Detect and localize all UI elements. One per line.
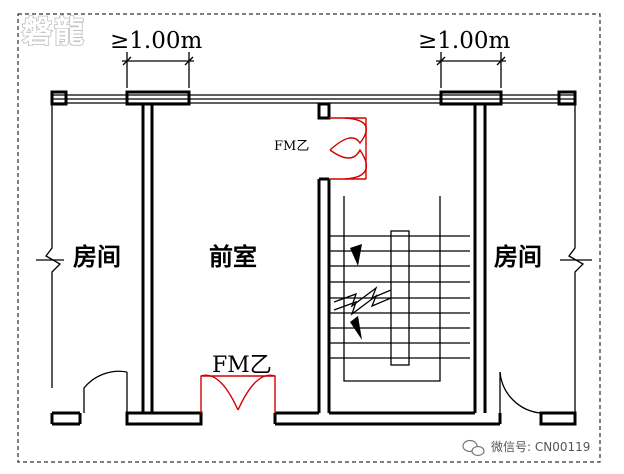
top-wall — [50, 90, 577, 106]
wechat-watermark: 微信号: CN00119 — [462, 439, 590, 457]
dimension-label-left: ≥1.00m — [110, 28, 202, 54]
room-label-anteroom: 前室 — [209, 243, 257, 271]
dashed-border — [17, 13, 601, 463]
stair-arrow-down-icon — [350, 316, 362, 340]
bottom-wall — [50, 411, 577, 426]
watermark-logo: 磐龍 — [22, 15, 86, 50]
room-label-left: 房间 — [73, 243, 121, 271]
staircase — [329, 196, 470, 382]
stair-arrow-up-icon — [350, 244, 362, 266]
wechat-id-text: 微信号: CN00119 — [491, 440, 590, 454]
upper-door-label: FM乙 — [274, 139, 309, 154]
lower-fire-door — [200, 374, 276, 413]
dimension-left — [122, 52, 194, 88]
interior-walls — [141, 102, 487, 413]
left-exterior-line — [36, 104, 128, 413]
dimension-right — [436, 52, 506, 88]
right-exterior-line — [499, 104, 592, 414]
room-label-right: 房间 — [494, 243, 542, 271]
dimension-label-right: ≥1.00m — [418, 28, 510, 54]
wechat-icon — [462, 439, 485, 457]
upper-fire-door — [329, 117, 368, 180]
lower-door-label: FM乙 — [212, 353, 272, 378]
